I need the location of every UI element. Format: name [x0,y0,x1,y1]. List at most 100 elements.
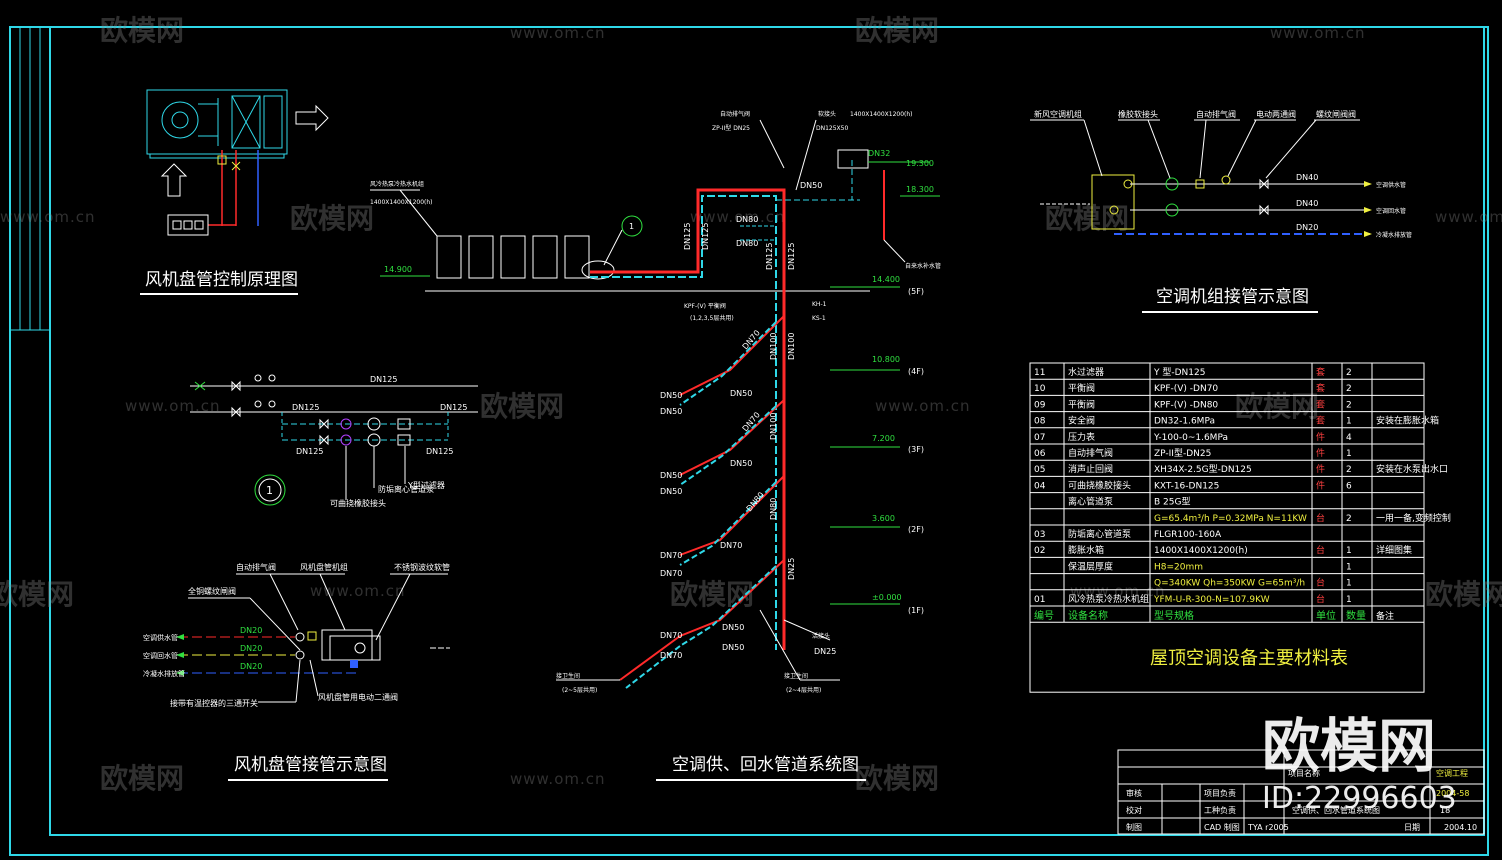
pipe-size: DN125 [426,447,453,456]
fcu-note: 接带有温控器的三通开关 [170,698,258,708]
pipe-size: DN50 [660,471,682,480]
material-cell: KXT-16-DN125 [1154,481,1219,491]
material-cell: 1 [1346,417,1352,427]
fcu-note: 全铜螺纹闸阀 [188,586,236,596]
title-block-cell: 2004.10 [1444,823,1477,832]
system-note: DN125X50 [816,125,848,132]
material-cell: 安装在膨胀水箱 [1376,415,1439,427]
material-cell: 可曲挠橡胶接头 [1068,479,1131,491]
watermark-layer: 欧模网 欧模网 www.om.cn www.om.cn www.om.cn 欧模… [0,14,1502,795]
watermark-brand: 欧模网 [100,14,184,47]
material-cell: 平衡阀 [1068,398,1095,410]
material-cell: 压力表 [1068,431,1095,443]
material-cell: 06 [1034,449,1046,459]
flow-label: 空调回水管 [143,651,178,660]
pipe-size: DN50 [660,487,682,496]
fcu-note: 风机盘管用电动二通阀 [318,692,398,702]
material-cell: 套 [1316,382,1325,394]
floor-label: (1F) [908,606,924,615]
pipe-size: DN40 [1296,199,1318,208]
elevation: 14.400 [872,275,900,284]
material-cell: YFM-U-R-300-N=107.9KW [1153,595,1270,605]
material-cell: 件 [1316,447,1325,459]
pipe-size: DN80 [745,490,766,513]
material-cell: 件 [1316,431,1325,443]
pipe-size: DN50 [800,181,822,190]
material-cell: 台 [1316,512,1325,524]
fcu-note: 自动排气阀 [236,562,276,572]
system-note: 接卫生间 [556,672,580,680]
watermark-site: www.om.cn [1270,24,1366,42]
riser-system-diagram: 风冷热泵冷热水机组 1400X1400X1200(h) 1 14.900 19.… [370,110,941,781]
material-cell: Y 型-DN125 [1153,367,1205,378]
material-cell: 02 [1034,546,1045,556]
pipe-size: DN70 [660,569,682,578]
pump-label: 可曲挠橡胶接头 [330,498,386,508]
watermark-site: www.om.cn [875,397,971,415]
material-cell: Y-100-0~1.6MPa [1153,433,1228,443]
brand-watermark: 欧模网 ID:22996603 [1262,712,1457,816]
elevation: ±0.000 [872,593,902,602]
title-block: 审核 项目负责 项目名称 空调工程 校对 工种负责 2004-58 制图 CAD… [1117,749,1485,835]
pipe-size: DN25 [787,558,796,580]
pipe-size: DN50 [660,391,682,400]
material-header: 型号规格 [1154,609,1194,622]
material-cell: 安装在水泵出水口 [1376,463,1448,475]
watermark-brand: 欧模网 [1425,578,1502,611]
title-block-cell: 项目负责 [1204,788,1236,798]
title-block-cell: TYA r2005 [1247,823,1289,832]
material-cell: ZP-II型-DN25 [1154,448,1211,459]
pipe-size: DN70 [720,541,742,550]
floor-label: (2F) [908,525,924,534]
material-cell: 件 [1316,463,1325,475]
material-cell: 11 [1034,368,1045,378]
fcu-note: 风机盘管机组 [300,562,348,572]
material-cell: 台 [1316,577,1325,589]
material-cell: 03 [1034,530,1045,540]
material-cell: XH34X-2.5G型-DN125 [1154,464,1252,475]
elevation: 3.600 [872,514,895,523]
material-cell: 消声止回阀 [1068,463,1113,475]
pipe-size: DN50 [730,459,752,468]
material-cell: B 25G型 [1154,497,1190,508]
flow-label: 冷凝水排放管 [1376,231,1412,239]
title-block-cell: 18 [1440,806,1450,815]
material-cell: H8=20mm [1154,562,1203,572]
title-block-cell: CAD 制图 [1204,822,1240,832]
floor-label: (3F) [908,445,924,454]
pipe-size: DN125 [440,403,467,412]
ahu-piping-diagram: DN40 DN40 DN20 空调供水管 空调回水管 冷凝水排放管 新风空调机组… [1030,109,1412,313]
watermark-site: www.om.cn [0,208,96,226]
material-cell: 01 [1034,595,1045,605]
watermark-brand: 欧模网 [855,762,939,795]
material-cell: 平衡阀 [1068,382,1095,394]
pipe-size: DN125 [787,243,796,270]
detail-number: 1 [629,222,634,231]
material-cell: FLGR100-160A [1154,530,1222,540]
material-cell: 10 [1034,384,1046,394]
material-cell: 09 [1034,400,1046,410]
elevation: 19.300 [906,159,934,168]
material-header: 编号 [1034,609,1054,622]
pipe-size: DN125 [701,223,710,250]
title-block-cell: 空调工程 [1436,768,1468,778]
system-note: KH-1 [812,301,827,308]
watermark-logo: 欧模网 [1262,712,1436,780]
floor-label: (5F) [908,287,924,296]
material-cell: 膨胀水箱 [1068,544,1104,556]
fcu-control-title: 风机盘管控制原理图 [145,270,298,290]
pump-piping-diagram: 防垢离心管道泵 可曲挠橡胶接头 Y型过滤器 DN125 DN125 DN125 … [190,374,478,508]
watermark-brand: 欧模网 [670,578,754,611]
system-title: 空调供、回水管道系统图 [672,755,859,775]
watermark-brand: 欧模网 [855,14,939,47]
title-block-cell: 2004-58 [1436,789,1469,798]
material-cell: 套 [1316,366,1325,378]
material-cell: G=65.4m³/h P=0.32MPa N=11KW [1154,514,1307,524]
system-note: 1400X1400X1200(h) [850,111,913,118]
system-note: 自动排气阀 [720,110,750,118]
pipe-size: DN70 [660,631,682,640]
material-header: 单位 [1316,609,1336,622]
pipe-size: DN125 [292,403,319,412]
material-cell: 4 [1346,433,1352,443]
system-note: (1,2,3,5层共用) [690,314,734,322]
